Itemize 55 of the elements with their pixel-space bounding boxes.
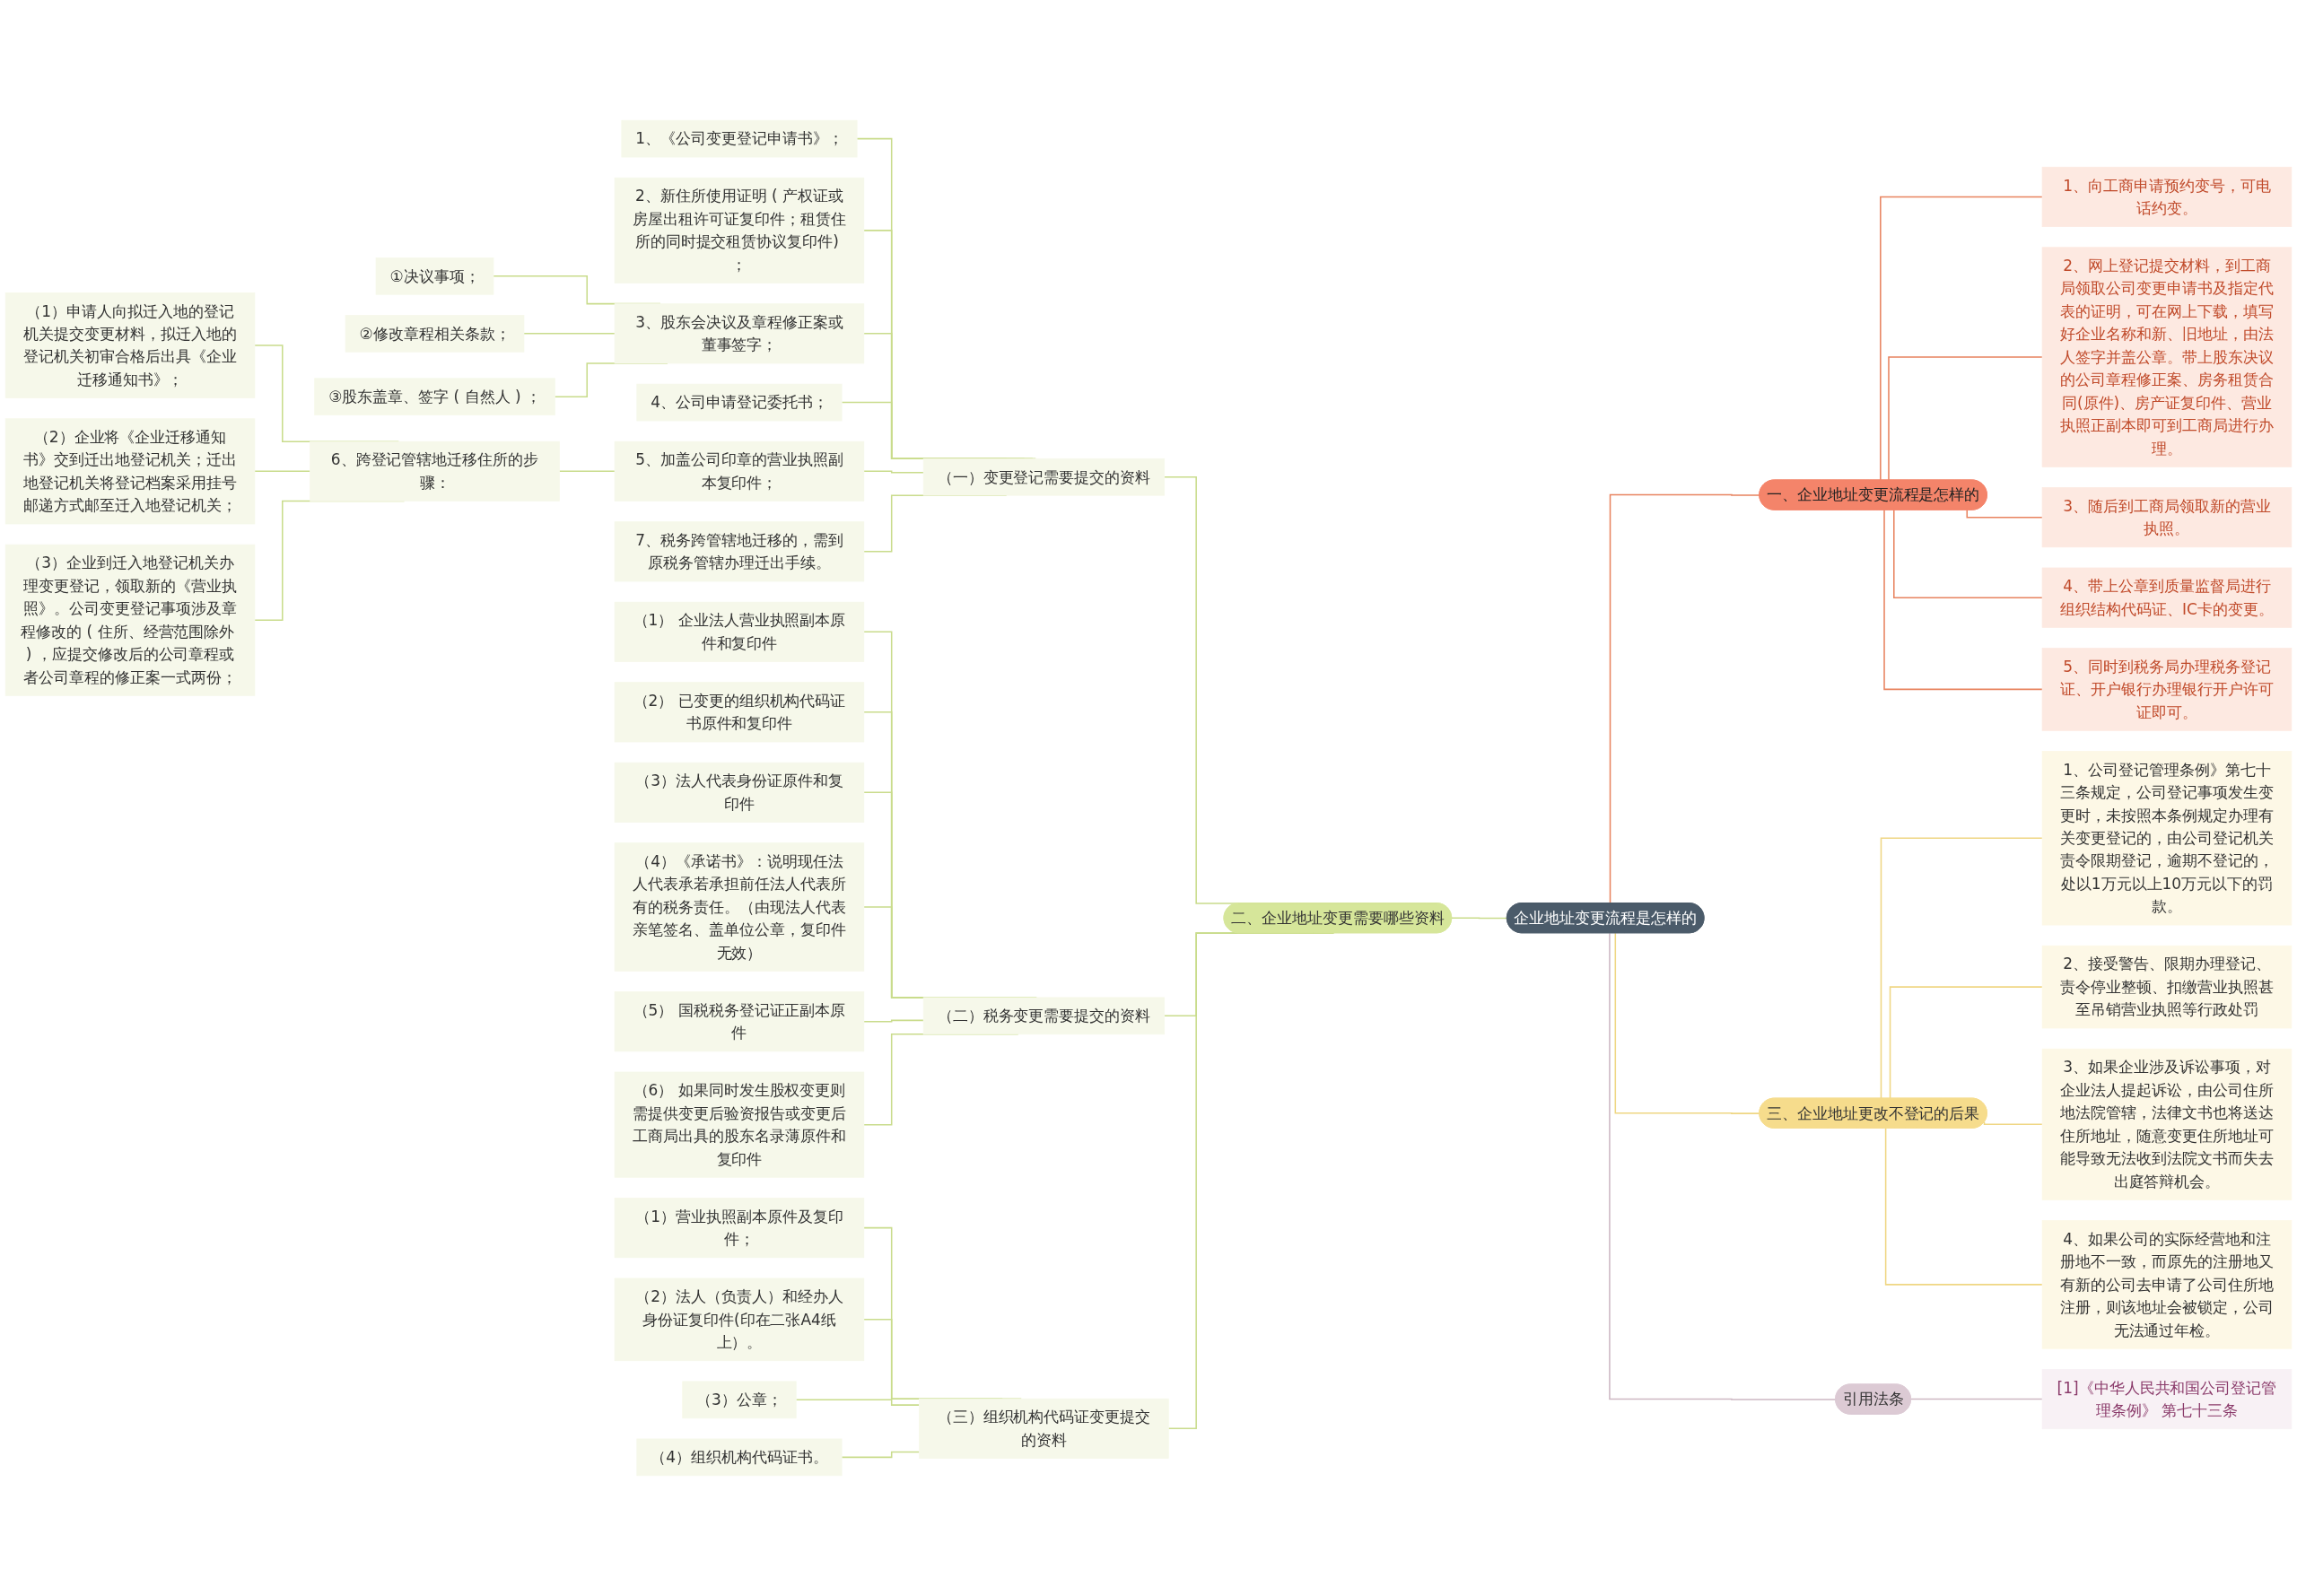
- node-box: 1、《公司变更登记申请书》；: [621, 119, 858, 158]
- node-box: 2、网上登记提交材料，到工商局领取公司变更申请书及指定代表的证明，可在网上下载，填写好企业名称和新、旧地址，由法人签字并盖公章。带上股东决议的公司章程修正案、房务租赁合同(原件)、房产证复印件、营业执照正副本即可到工商局进行办理。: [2041, 247, 2293, 467]
- connector: [1966, 509, 2043, 519]
- node-box: （一）变更登记需要提交的资料: [922, 458, 1166, 496]
- connector: [1451, 917, 1508, 920]
- node-box: （2）法人（负责人）和经办人身份证复印件(印在二张A4纸上）。: [614, 1278, 865, 1362]
- connector: [841, 1451, 921, 1459]
- node-box: 7、税务跨管辖地迁移的，需到原税务管辖办理迁出手续。: [614, 521, 865, 582]
- connector: [863, 470, 924, 474]
- connector: [1983, 1121, 2043, 1126]
- connector: [1893, 509, 2043, 598]
- connector: [558, 470, 616, 473]
- node-box: 2、接受警告、限期办理登记、责令停业整顿、扣缴营业执照甚至吊销营业执照等行政处罚: [2041, 945, 2293, 1029]
- node-box: （三）组织机构代码证变更提交的资料: [919, 1398, 1169, 1459]
- connector: [1884, 1127, 2043, 1286]
- node-box: （1） 企业法人营业执照副本原件和复印件: [614, 601, 865, 662]
- node-box: 5、加盖公司印章的营业执照副本复印件；: [614, 440, 865, 501]
- connector: [1880, 837, 2043, 1100]
- connector: [1609, 932, 1837, 1400]
- node-box: （2）企业将《企业迁移通知书》交到迁出地登记机关；迁出地登记机关将登记档案采用挂号邮递方式邮至迁入地登记机关；: [4, 418, 256, 525]
- node-box: （3）企业到迁入地登记机关办理变更登记，领取新的《营业执照》。公司变更登记事项涉及章程修改的 ( 住所、经营范围除外 ) ，应提交修改后的公司章程或者公司章程的修正案一式两份；: [4, 544, 256, 696]
- node-box: 1、公司登记管理条例》第七十三条规定，公司登记事项发生变更时，未按照本条例规定办理有关变更登记的，由公司登记机关责令限期登记，逾期不登记的，处以1万元以上10万元以下的罚款。: [2041, 751, 2293, 926]
- node-box: ②修改章程相关条款；: [345, 315, 525, 353]
- node-box: 4、公司申请登记委托书；: [636, 383, 843, 422]
- node-box: 1、向工商申请预约变号，可电话约变。: [2041, 166, 2293, 227]
- node-box: 4、如果公司的实际经营地和注册地不一致，而原先的注册地又有新的公司去申请了公司住所地注册，则该地址会被锁定，公司无法通过年检。: [2041, 1220, 2293, 1349]
- node-box: （4）组织机构代码证书。: [636, 1438, 843, 1477]
- connector: [523, 333, 616, 335]
- connector: [1614, 932, 1760, 1114]
- node-box: （4）《承诺书》：说明现任法人代表承若承担前任法人代表所有的税务责任。（由现法人代表亲笔签名、盖单位公章，复印件无效）: [614, 842, 865, 972]
- node-box: 3、随后到工商局领取新的营业执照。: [2041, 487, 2293, 548]
- node-box: 3、如果企业涉及诉讼事项，对企业法人提起诉讼，由公司住所地法院管辖，法律文书也将送达住所地址，随意变更住所地址可能导致无法收到法院文书而失去出庭答辩机会。: [2041, 1048, 2293, 1200]
- node-box: 4、带上公章到质量监督局进行组织结构代码证、IC卡的变更。: [2041, 567, 2293, 628]
- node-box: 5、同时到税务局办理税务登记证、开户银行办理银行开户许可证即可。: [2041, 648, 2293, 731]
- connector: [1883, 509, 2043, 691]
- connector: [863, 1019, 924, 1023]
- node-box: （6） 如果同时发生股权变更则需提供变更后验资报告或变更后工商局出具的股东名录薄原件和复印件: [614, 1071, 865, 1178]
- connector: [795, 1399, 921, 1406]
- node-box: 6、跨登记管辖地迁移住所的步骤：: [310, 440, 560, 501]
- node-box: （3）法人代表身份证原件和复印件: [614, 762, 865, 823]
- node-box: ③股东盖章、签字 ( 自然人 ) ；: [314, 378, 555, 416]
- node-box: （二）税务变更需要提交的资料: [922, 997, 1166, 1035]
- node-box: ①决议事项；: [375, 257, 494, 295]
- connector: [1609, 493, 1760, 904]
- connector: [1910, 1398, 2043, 1400]
- node-box: （1）申请人向拟迁入地的登记机关提交变更材料，拟迁入地的登记机关初审合格后出具《企业迁移通知书》；: [4, 292, 256, 398]
- connector: [254, 470, 311, 473]
- node-box: [1]《中华人民共和国公司登记管理条例》 第七十三条: [2041, 1369, 2293, 1430]
- node-box: （1）营业执照副本原件及复印件；: [614, 1198, 865, 1259]
- node-box: 3、股东会决议及章程修正案或董事签字；: [614, 303, 865, 364]
- node-box: （3）公章；: [682, 1381, 797, 1419]
- connector: [1889, 986, 2043, 1100]
- node-box: 2、新住所使用证明 ( 产权证或房屋出租许可证复印件；租赁住所的同时提交租赁协议复印件) ；: [614, 177, 865, 283]
- node-box: （5） 国税税务登记证正副本原件: [614, 991, 865, 1052]
- node-box: （2） 已变更的组织机构代码证书原件和复印件: [614, 682, 865, 743]
